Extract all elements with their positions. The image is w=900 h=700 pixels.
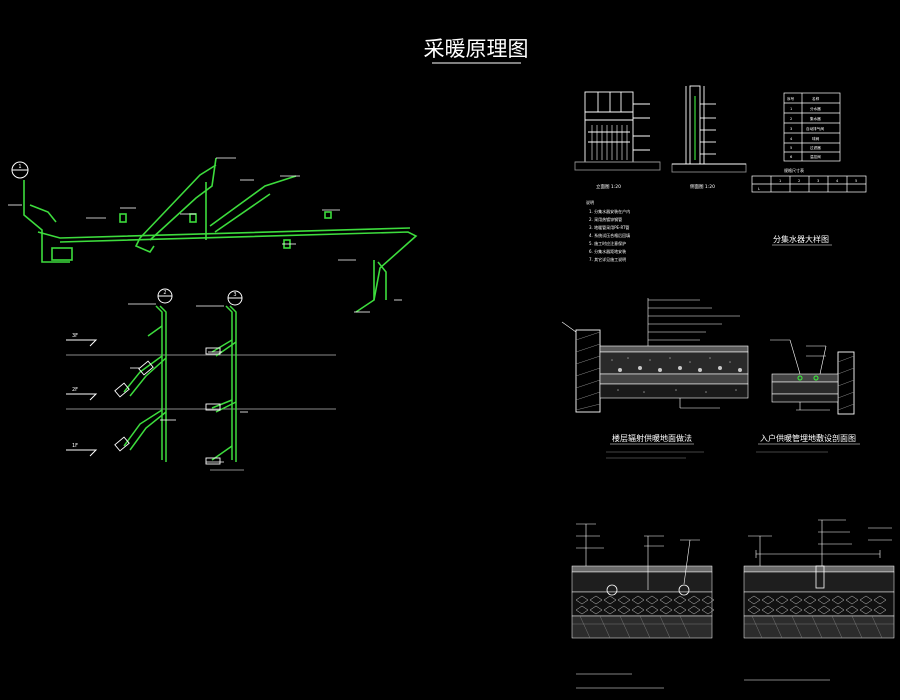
size-table-col-4: 4 xyxy=(836,179,839,183)
riser-mark-1: 1 xyxy=(18,164,21,170)
svg-text:6. 分集水器距地安装: 6. 分集水器距地安装 xyxy=(589,248,626,254)
svg-text:3: 3 xyxy=(790,127,792,131)
svg-text:1: 1 xyxy=(790,107,792,111)
axonometric-annotations xyxy=(8,157,402,313)
svg-text:球阀: 球阀 xyxy=(812,136,820,141)
svg-text:分水器: 分水器 xyxy=(810,106,821,111)
svg-text:7. 其它详见施工说明: 7. 其它详见施工说明 xyxy=(589,256,626,262)
main-return-pipe xyxy=(59,231,418,301)
svg-text:自动排气阀: 自动排气阀 xyxy=(806,126,824,131)
parts-table-text: 序号 名称 1 分水器 2 集水器 3 自动排气阀 4 球阀 5 过滤器 6 温… xyxy=(787,96,824,159)
parts-table xyxy=(783,92,841,162)
floor-label-3f: 3F xyxy=(72,333,78,339)
entry-pipe-section xyxy=(770,339,855,415)
svg-text:6: 6 xyxy=(790,155,793,159)
size-table-title: 规格尺寸表 xyxy=(784,167,804,173)
size-table xyxy=(751,175,867,193)
svg-text:过滤器: 过滤器 xyxy=(810,145,821,150)
svg-text:序号: 序号 xyxy=(787,96,795,101)
branch-pipe-1 xyxy=(139,164,217,239)
floor-label-2f: 2F xyxy=(72,387,78,393)
svg-text:1. 分集水器安装在户内: 1. 分集水器安装在户内 xyxy=(589,208,630,214)
axonometric-callouts xyxy=(11,161,29,179)
size-table-col-1: 1 xyxy=(779,179,781,183)
branch-pipe-2 xyxy=(209,175,297,227)
bottom-section-left xyxy=(571,523,715,689)
side-scale-label: 侧面图 1:20 xyxy=(690,183,715,190)
riser-mark-3: 3 xyxy=(233,292,236,298)
drawing-title: 采暖原理图 xyxy=(424,37,529,61)
right-drop-pipe xyxy=(355,260,375,313)
svg-text:2. 采用热镀锌钢管: 2. 采用热镀锌钢管 xyxy=(589,216,622,222)
svg-text:4. 系统试压合格后回填: 4. 系统试压合格后回填 xyxy=(589,232,630,238)
riser-diagram: 3F 2F 1F xyxy=(18,164,336,471)
svg-text:温控阀: 温控阀 xyxy=(810,154,821,159)
svg-text:4: 4 xyxy=(790,137,793,141)
riser-mark-2: 2 xyxy=(163,290,166,296)
riser-pipe-2 xyxy=(229,305,237,462)
size-table-col-3: 3 xyxy=(817,179,819,183)
elevation-scale-label: 立面图 1:20 xyxy=(596,183,621,190)
riser-pipe-1 xyxy=(159,305,167,462)
size-table-row-label: L xyxy=(758,187,760,191)
svg-text:集水器: 集水器 xyxy=(810,116,821,121)
svg-text:5. 施工时应注意保护: 5. 施工时应注意保护 xyxy=(589,240,626,246)
manifold-side xyxy=(671,85,747,173)
notes-block: 说明 1. 分集水器安装在户内 2. 采用热镀锌钢管 3. 地暖管采用PE-RT… xyxy=(586,199,630,262)
svg-text:2: 2 xyxy=(790,117,792,121)
size-table-col-5: 5 xyxy=(855,179,857,183)
svg-text:名称: 名称 xyxy=(812,96,820,101)
main-supply-pipe xyxy=(37,227,411,239)
svg-text:说明: 说明 xyxy=(586,199,594,205)
manifold-elevation xyxy=(574,91,661,171)
svg-text:5: 5 xyxy=(790,146,792,150)
bottom-section-right xyxy=(743,519,895,681)
floor-label-1f: 1F xyxy=(72,443,78,449)
axonometric-pipe-system xyxy=(23,157,418,313)
floor-detail-heading: 楼层辐射供暖地面做法 xyxy=(612,433,692,443)
svg-text:3. 地暖管采用PE-RT管: 3. 地暖管采用PE-RT管 xyxy=(589,224,629,230)
size-table-col-2: 2 xyxy=(798,179,800,183)
floor-radiant-section xyxy=(561,298,749,413)
entry-detail-heading: 入户供暖管埋地敷设剖面图 xyxy=(760,433,856,443)
left-riser-pipe xyxy=(23,180,70,263)
manifold-detail-heading: 分集水器大样图 xyxy=(773,234,829,244)
